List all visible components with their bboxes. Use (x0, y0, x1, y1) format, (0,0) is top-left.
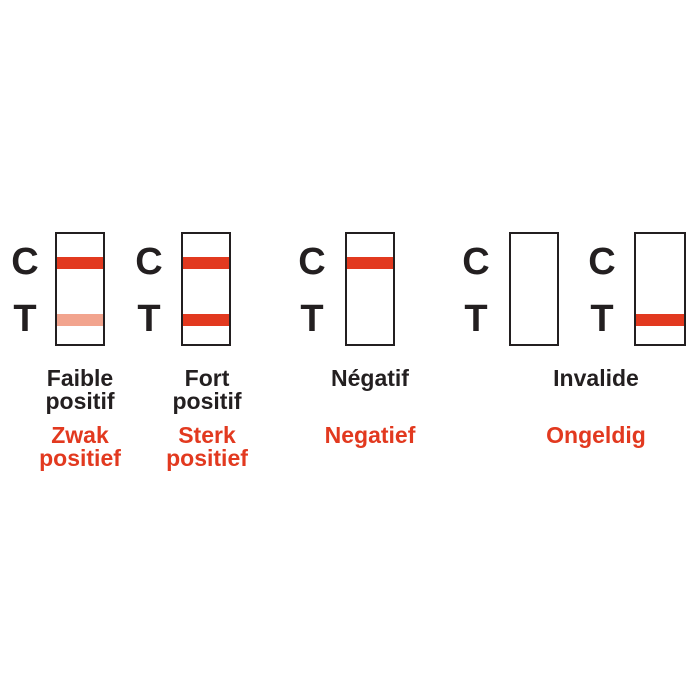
control-line (57, 257, 103, 269)
test-letter: T (300, 298, 324, 340)
test-line (636, 314, 684, 326)
test-strip (345, 232, 395, 346)
test-letter: T (590, 298, 614, 340)
test-strip-test-only (634, 232, 686, 346)
control-line (347, 257, 393, 269)
control-letter: C (11, 241, 39, 283)
label-nl: Ongeldig (546, 422, 646, 448)
test-strip (181, 232, 231, 346)
control-letter: C (298, 241, 326, 283)
test-line-weak (57, 314, 103, 326)
test-letter: T (13, 298, 37, 340)
test-letter: T (464, 298, 488, 340)
label-fr: Négatif (331, 365, 409, 391)
control-line (183, 257, 229, 269)
control-letter: C (462, 241, 490, 283)
test-strip-empty (509, 232, 559, 346)
label-nl: Negatief (324, 422, 416, 448)
control-letter: C (588, 241, 616, 283)
label-fr: Invalide (553, 365, 639, 391)
control-letter: C (135, 241, 163, 283)
test-letter: T (137, 298, 161, 340)
test-strip (55, 232, 105, 346)
test-line (183, 314, 229, 326)
